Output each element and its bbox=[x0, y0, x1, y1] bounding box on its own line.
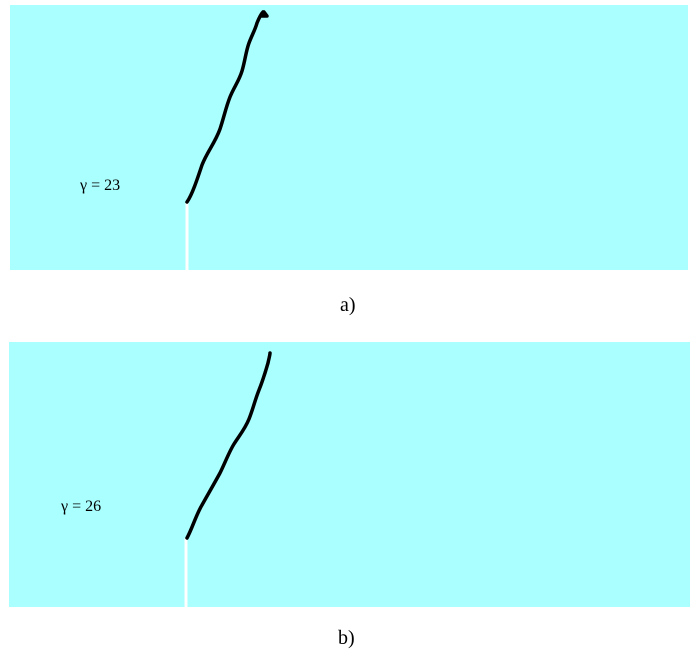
specimen-panel-b: γ = 26 bbox=[9, 342, 690, 607]
caption-a: a) bbox=[340, 294, 356, 316]
specimen-body-a bbox=[10, 5, 688, 270]
specimen-panel-a: γ = 23 bbox=[10, 5, 688, 270]
caption-b: b) bbox=[338, 627, 355, 649]
crack-path-b bbox=[185, 351, 272, 540]
specimen-drawing-b bbox=[9, 342, 690, 607]
gamma-label-b: γ = 26 bbox=[61, 498, 102, 515]
specimen-body-b bbox=[9, 342, 690, 607]
crack-path-a bbox=[185, 10, 269, 204]
gamma-label-a: γ = 23 bbox=[80, 177, 121, 194]
specimen-drawing-a bbox=[10, 5, 688, 270]
